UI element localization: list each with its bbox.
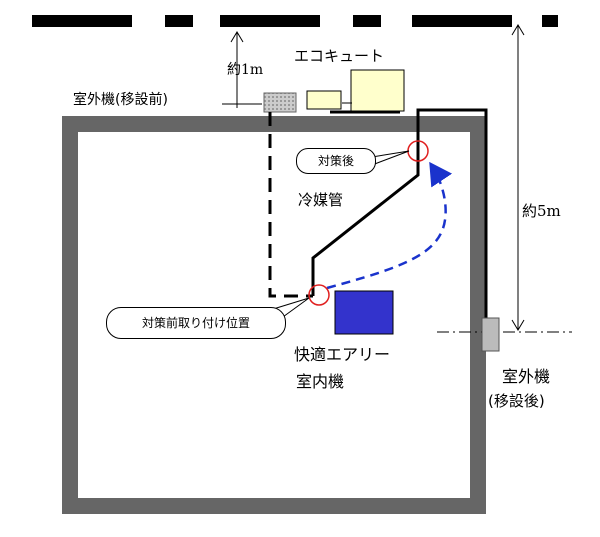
marker-circle-before xyxy=(308,284,330,306)
callout-install-position-before: 対策前取り付け位置 xyxy=(106,307,286,339)
ground-dashed-line xyxy=(32,15,558,27)
label-outdoor-unit-after-note: (移設後) xyxy=(488,392,545,410)
label-outdoor-unit-after: 室外機 xyxy=(502,367,551,386)
label-refrigerant-pipe: 冷媒管 xyxy=(298,191,344,209)
dimension-5m xyxy=(437,24,572,333)
outdoor-unit-after xyxy=(481,317,500,352)
old-pipe-route xyxy=(268,112,313,298)
callout-pointer-after xyxy=(371,150,410,166)
label-outdoor-unit-before: 室外機(移設前) xyxy=(73,92,168,108)
label-eco-cute: エコキュート xyxy=(294,47,385,65)
outdoor-unit-before xyxy=(263,92,297,113)
callout-countermeasure-after: 対策後 xyxy=(296,148,376,174)
relocation-arrow xyxy=(326,161,453,290)
indoor-unit xyxy=(334,290,394,335)
dimension-1m xyxy=(222,31,262,108)
eco-cute-units xyxy=(306,69,405,114)
label-indoor-unit: 室内機 xyxy=(296,372,345,391)
refrigerant-pipe xyxy=(311,108,488,318)
house-wall xyxy=(62,116,486,514)
label-indoor-unit-name: 快適エアリー xyxy=(294,345,391,364)
label-approx-5m: 約5m xyxy=(522,202,561,220)
label-approx-1m: 約1m xyxy=(227,62,264,78)
